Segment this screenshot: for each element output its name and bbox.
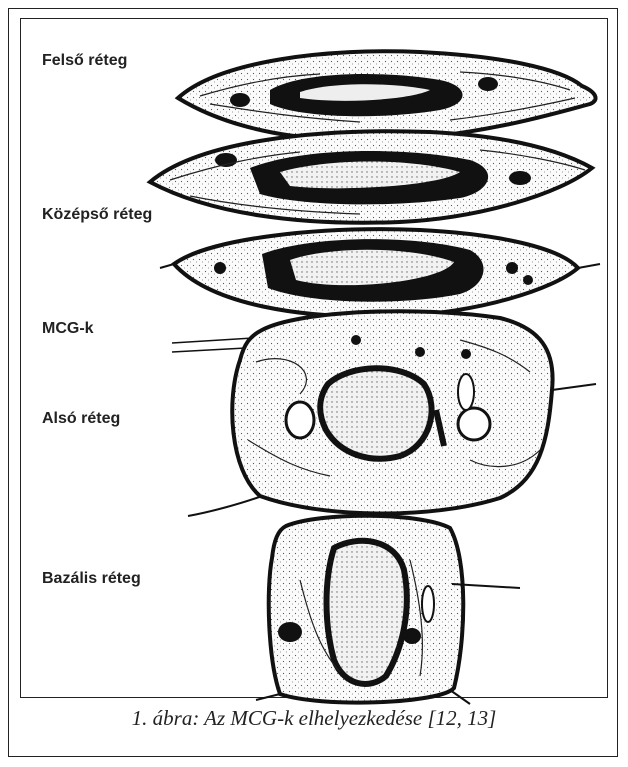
- middle-layer-cell-1: [150, 131, 592, 222]
- label-upper-layer: Felső réteg: [42, 52, 127, 70]
- label-middle-layer: Középső réteg: [42, 206, 152, 224]
- middle-layer-cell-2: [160, 229, 600, 316]
- label-mcg: MCG-k: [42, 320, 94, 338]
- upper-layer-cell: [178, 51, 596, 140]
- basal-layer-cell: [256, 516, 520, 704]
- figure-caption: 1. ábra: Az MCG-k elhelyezkedése [12, 13…: [20, 706, 608, 731]
- lower-layer-cell: [188, 311, 596, 516]
- label-lower-layer: Alsó réteg: [42, 410, 120, 428]
- label-basal-layer: Bazális réteg: [42, 570, 141, 588]
